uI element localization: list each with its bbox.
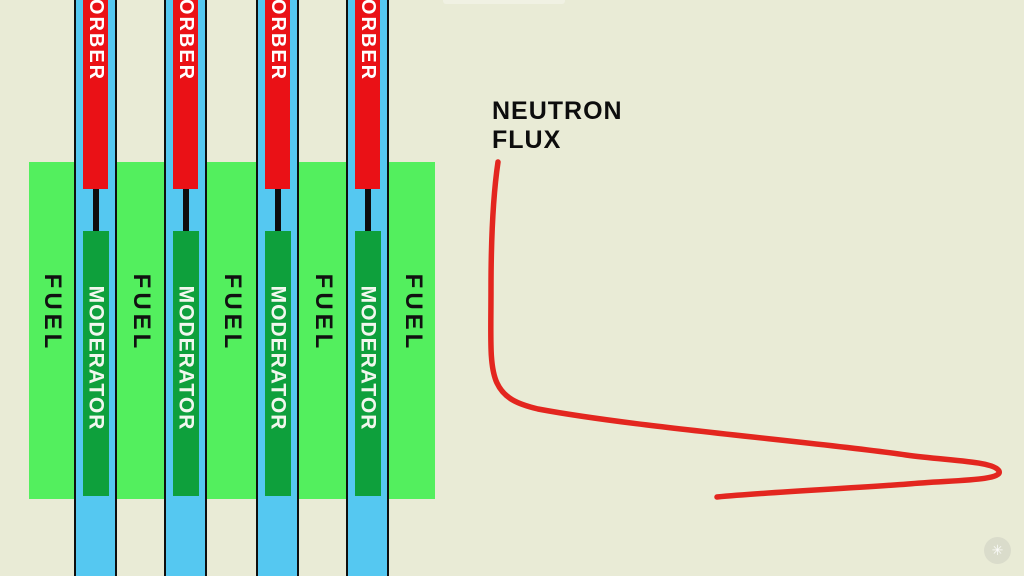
absorber-label-3: ORBER — [266, 0, 289, 82]
moderator-label-1: MODERATOR — [84, 285, 107, 431]
absorber-rod-4 — [355, 0, 380, 189]
rod-connector-4 — [364, 189, 371, 231]
absorber-label-2: ORBER — [174, 0, 197, 82]
moderator-rod-4 — [354, 231, 381, 496]
rod-connector-3 — [274, 189, 281, 231]
neutron-flux-curve-path — [488, 159, 1002, 500]
absorber-rod-3 — [265, 0, 290, 189]
neutron-flux-label: NEUTRON FLUX — [492, 97, 623, 155]
fuel-label-5: FUEL — [400, 273, 427, 353]
moderator-label-4: MODERATOR — [356, 285, 379, 431]
absorber-rod-1 — [83, 0, 108, 189]
fuel-label-4: FUEL — [310, 273, 337, 353]
coolant-channel-3: ORBER MODERATOR — [256, 0, 299, 576]
watermark-glyph: ✳ — [991, 542, 1004, 558]
fuel-label-2: FUEL — [128, 273, 155, 353]
watermark-icon: ✳ — [984, 537, 1011, 564]
moderator-label-3: MODERATOR — [266, 285, 289, 431]
coolant-channel-2: ORBER MODERATOR — [164, 0, 207, 576]
absorber-rod-2 — [173, 0, 198, 189]
moderator-label-2: MODERATOR — [174, 285, 197, 431]
neutron-flux-label-line1: NEUTRON — [492, 97, 623, 125]
moderator-rod-1 — [82, 231, 109, 496]
absorber-label-4: ORBER — [356, 0, 379, 82]
moderator-rod-2 — [172, 231, 199, 496]
absorber-label-1: ORBER — [84, 0, 107, 82]
coolant-channel-4: ORBER MODERATOR — [346, 0, 389, 576]
glare-strip — [443, 0, 565, 4]
fuel-label-1: FUEL — [39, 273, 66, 353]
coolant-channel-1: ORBER MODERATOR — [74, 0, 117, 576]
moderator-rod-3 — [264, 231, 291, 496]
rod-connector-1 — [92, 189, 99, 231]
fuel-label-3: FUEL — [219, 273, 246, 353]
neutron-flux-label-line2: FLUX — [492, 126, 562, 154]
rod-connector-2 — [182, 189, 189, 231]
